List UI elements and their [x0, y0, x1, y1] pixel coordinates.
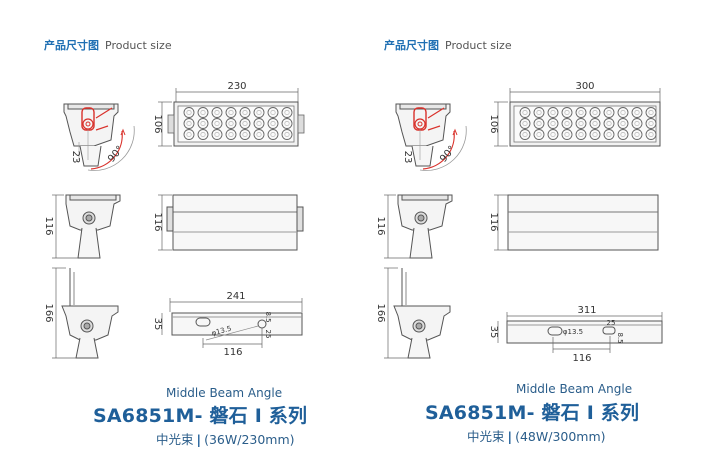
left-caption-beam: 中光束|(36W/230mm) — [156, 429, 295, 448]
left-front-width: 230 — [227, 81, 246, 92]
right-base-view — [497, 312, 663, 353]
right-side-view-2 — [384, 194, 453, 259]
right-side-height: 116 — [375, 216, 386, 235]
right-small-b: 8.5 — [616, 332, 624, 343]
left-beam-divider: | — [196, 432, 202, 447]
right-profile-height: 166 — [375, 303, 386, 322]
left-header-cn: 产品尺寸图 — [44, 39, 99, 52]
right-base-height: 35 — [488, 326, 499, 339]
right-caption-subtitle: Middle Beam Angle — [516, 382, 633, 396]
left-base-height: 35 — [152, 318, 163, 331]
right-side-bracket-view — [395, 103, 467, 171]
left-profile-view — [52, 267, 119, 359]
left-side-view-2 — [52, 194, 121, 259]
right-slot-diameter: φ13.5 — [563, 328, 583, 336]
left-profile-height: 166 — [43, 303, 54, 322]
right-front-width: 300 — [575, 81, 594, 92]
right-caption-beam: 中光束|(48W/300mm) — [467, 426, 606, 445]
left-small-b: 25 — [264, 330, 272, 339]
left-caption-subtitle: Middle Beam Angle — [166, 386, 283, 400]
left-top-view — [158, 194, 304, 251]
left-base-length: 241 — [226, 291, 245, 302]
left-bracket-offset: 23 — [70, 151, 81, 164]
right-front-view — [494, 88, 661, 147]
left-beam-spec: (36W/230mm) — [204, 432, 295, 447]
left-front-height: 106 — [152, 114, 163, 133]
right-header-en: Product size — [445, 39, 512, 52]
left-hole-spacing: 116 — [223, 347, 242, 358]
right-beam-spec: (48W/300mm) — [515, 429, 606, 444]
right-beam-divider: | — [507, 429, 513, 444]
right-header: 产品尺寸图 Product size — [384, 37, 512, 53]
left-header: 产品尺寸图 Product size — [44, 37, 172, 53]
right-drawings: 23 90° 300 106 116 — [375, 81, 663, 364]
left-caption-title: SA6851M- 磐石 I 系列 — [93, 405, 308, 427]
right-front-height: 106 — [488, 114, 499, 133]
left-beam-label: 中光束 — [156, 432, 194, 447]
left-top-height: 116 — [152, 212, 163, 231]
left-header-en: Product size — [105, 39, 172, 52]
left-base-view — [161, 298, 303, 348]
left-drawings: 23 90° 230 106 116 — [43, 81, 305, 359]
left-side-bracket-view — [63, 103, 135, 171]
right-top-height: 116 — [488, 212, 499, 231]
right-top-view — [494, 194, 659, 251]
right-caption-title: SA6851M- 磐石 I 系列 — [425, 402, 640, 424]
right-base-length: 311 — [577, 305, 596, 316]
left-small-a: 8.5 — [264, 311, 272, 322]
right-small-a: 25 — [607, 319, 616, 327]
right-beam-label: 中光束 — [467, 429, 505, 444]
right-bracket-offset: 23 — [402, 151, 413, 164]
left-side-height: 116 — [43, 216, 54, 235]
right-profile-view — [384, 267, 451, 359]
right-header-cn: 产品尺寸图 — [384, 39, 439, 52]
right-hole-spacing: 116 — [572, 353, 591, 364]
left-front-view — [158, 88, 305, 147]
